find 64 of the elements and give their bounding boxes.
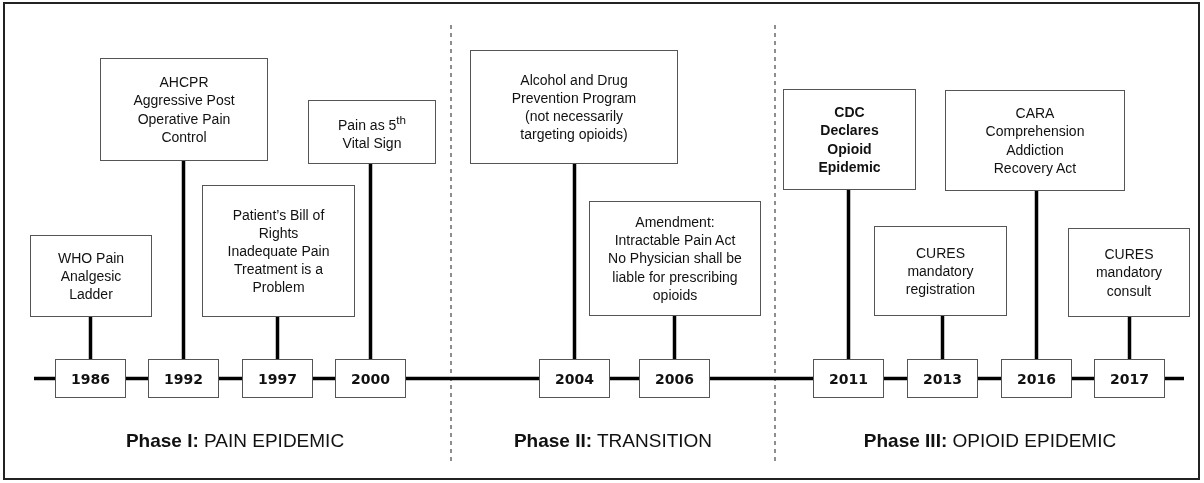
connector-line [672, 316, 677, 359]
connector-line [1034, 191, 1039, 359]
connector-line [219, 376, 242, 381]
phase-title: Phase II: TRANSITION [513, 430, 713, 452]
event-box [308, 100, 436, 164]
connector-line [1072, 376, 1094, 381]
event-text: WHO Pain Analgesic Ladder [56, 248, 126, 304]
event-box [470, 50, 678, 164]
connector-line [126, 376, 148, 381]
connector-line [34, 376, 55, 381]
year-box [148, 359, 219, 398]
year-box [907, 359, 978, 398]
phase-title: Phase I: PAIN EPIDEMIC [125, 430, 345, 452]
event-text: Alcohol and Drug Prevention Program (not necessarily targeting opioids) [510, 70, 638, 144]
event-text: Pain as 5$^{th}$ Vital Sign [336, 112, 408, 152]
event-box [945, 90, 1125, 191]
event-box [202, 185, 355, 317]
event-box [589, 201, 761, 316]
year-label: 2000 [351, 370, 390, 387]
year-box [55, 359, 126, 398]
event-text: CARA Comprehension Addiction Recovery Act [984, 104, 1086, 177]
connector-line [884, 376, 907, 381]
event-box [874, 226, 1007, 316]
connector-line [978, 376, 1001, 381]
year-box [813, 359, 884, 398]
connector-line [940, 316, 945, 359]
event-text: CURES mandatory registration [904, 243, 977, 299]
connector-line [1127, 317, 1132, 359]
year-box [639, 359, 710, 398]
year-label: 1992 [164, 370, 203, 387]
connector-line [313, 376, 335, 381]
connector-line [181, 161, 186, 359]
connector-line [88, 317, 93, 359]
event-text: Amendment: Intractable Pain Act No Physician shall be liable for prescribing opioids [607, 213, 743, 304]
connector-line [368, 164, 373, 359]
year-box [539, 359, 610, 398]
year-box [1001, 359, 1072, 398]
year-box [335, 359, 406, 398]
connector-line [572, 164, 577, 359]
year-box [1094, 359, 1165, 398]
connector-line [610, 376, 639, 381]
event-box [30, 235, 152, 317]
event-text: CDC Declares Opioid Epidemic [817, 103, 882, 176]
event-text: AHCPR Aggressive Post Operative Pain Control [132, 73, 236, 146]
year-label: 1997 [258, 370, 297, 387]
year-label: 2004 [555, 370, 594, 387]
year-box [242, 359, 313, 398]
year-label: 1986 [71, 370, 110, 387]
connector-line [406, 376, 539, 381]
connector-line [1165, 376, 1184, 381]
phase-title: Phase III: OPIOID EPIDEMIC [863, 430, 1117, 452]
event-box [783, 89, 916, 190]
connector-line [710, 376, 813, 381]
event-box [1068, 228, 1190, 317]
connector-line [846, 190, 851, 359]
connector-line [275, 317, 280, 359]
year-label: 2013 [923, 370, 962, 387]
year-label: 2011 [829, 370, 868, 387]
year-label: 2006 [655, 370, 694, 387]
event-box [100, 58, 268, 161]
event-text: CURES mandatory consult [1094, 245, 1164, 300]
year-label: 2017 [1110, 370, 1149, 387]
year-label: 2016 [1017, 370, 1056, 387]
event-text: Patient’s Bill of Rights Inadequate Pain Treatment is a Problem [226, 205, 331, 297]
